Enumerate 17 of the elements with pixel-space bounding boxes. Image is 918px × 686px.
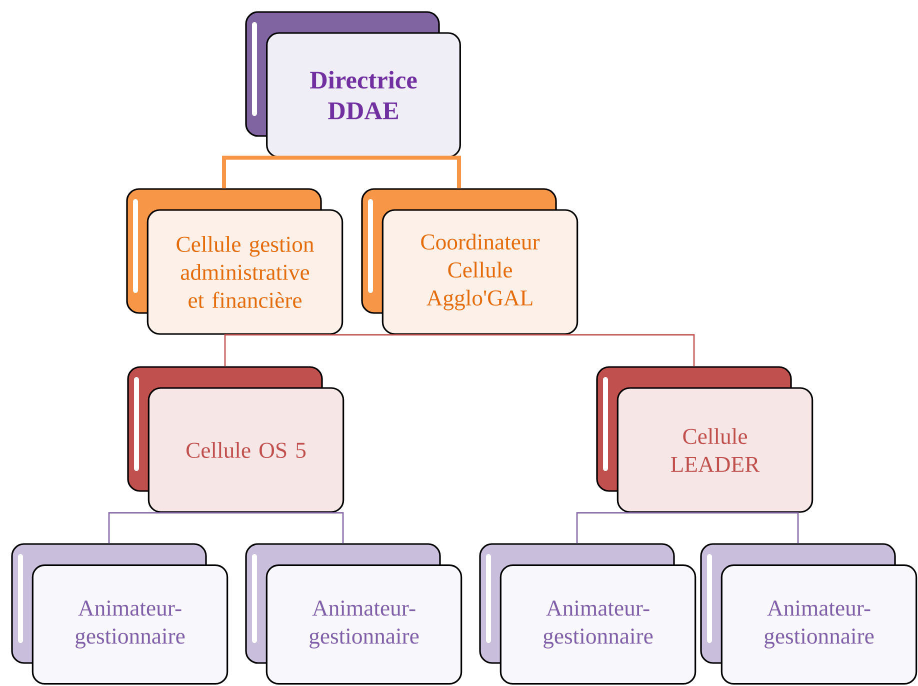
org-box: Animateur-gestionnaire [700, 543, 918, 685]
connector-line [576, 512, 694, 544]
org-box: Coordinateur Cellule Agglo'GAL [361, 188, 578, 335]
connector-line [108, 512, 225, 544]
connector-line [694, 512, 799, 544]
connector-line [459, 334, 695, 366]
connector-line [222, 156, 342, 188]
connector-line [342, 156, 461, 188]
org-box: Animateur-gestionnaire [479, 543, 696, 685]
org-box: Directrice DDAE [245, 11, 461, 158]
org-box: Animateur-gestionnaire [11, 543, 228, 685]
org-box: Cellule LEADER [596, 366, 814, 513]
org-box: Cellule OS 5 [127, 366, 344, 513]
org-box: Cellule gestion administrative et financière [126, 188, 344, 335]
connector-line [225, 512, 344, 544]
connector-line [224, 334, 459, 366]
org-box: Animateur-gestionnaire [245, 543, 462, 685]
